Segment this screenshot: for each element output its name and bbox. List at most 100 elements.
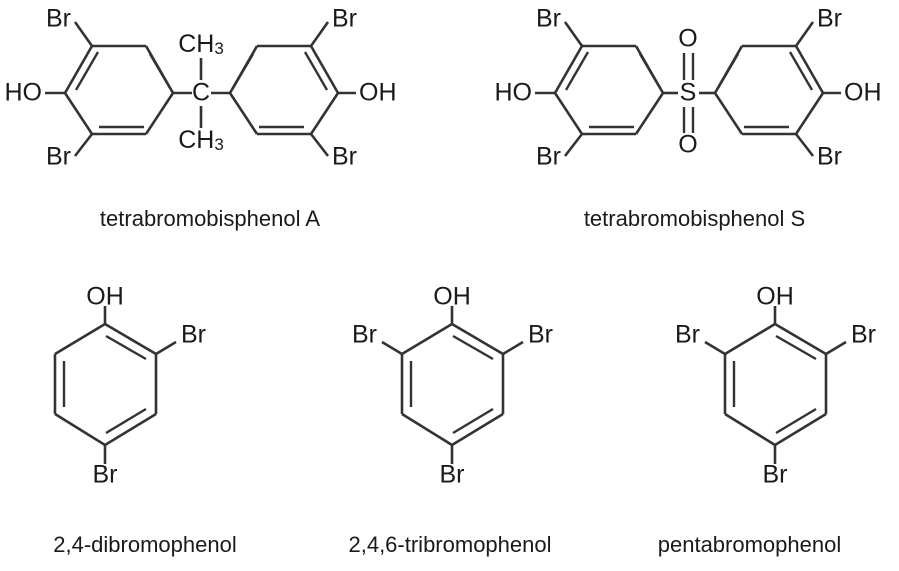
ring-double-bond <box>303 51 329 91</box>
ring-double-bond <box>716 53 740 89</box>
ring-bond <box>104 322 157 356</box>
ring-double-bond <box>775 407 817 435</box>
atom-label-bromine-bottom-right: Br <box>332 143 357 171</box>
ring-bond <box>54 412 106 447</box>
ring-double-bond <box>452 334 494 361</box>
ring-bond <box>724 412 776 447</box>
ring-double-bond <box>452 407 494 435</box>
atom-label-bridge-carbon: C <box>192 79 210 107</box>
atom-label-hydroxyl: OH <box>433 283 471 311</box>
ring-bond <box>634 92 665 135</box>
bond-to-bromine <box>794 21 815 47</box>
ring-bond <box>63 92 94 135</box>
bond-to-bromine <box>794 133 815 157</box>
structure-2-4-dibromophenol: OH Br Br <box>53 283 206 489</box>
atom-label-methyl-top: CH3 <box>178 30 224 59</box>
ring-double-bond <box>74 51 100 91</box>
atom-label-bromine-top-left: Br <box>536 5 561 33</box>
atom-label-hydroxyl: OH <box>86 283 124 311</box>
ring-bond <box>451 322 504 356</box>
atom-label-hydroxyl-right: OH <box>844 79 882 107</box>
ring-double-bond <box>105 407 147 435</box>
caption-pentabromophenol: pentabromophenol <box>657 532 842 557</box>
atom-label-hydroxyl-right: OH <box>359 79 397 107</box>
bond-to-bromine-2 <box>825 340 847 356</box>
structure-tetrabromobisphenol-a: HO OH Br Br Br Br C CH3 CH3 <box>5 5 397 171</box>
atom-label-bromine-top-left: Br <box>46 5 71 33</box>
ring-bond <box>774 412 827 447</box>
ring-double-bond <box>775 334 817 361</box>
ring-bond <box>401 322 453 356</box>
ring-bond <box>451 412 504 447</box>
ring-double-bond <box>788 51 814 91</box>
ring-bond <box>309 45 340 94</box>
benzene-ring-left <box>553 44 665 136</box>
atom-label-bromine-bottom-left: Br <box>46 143 71 171</box>
ring-bond <box>794 92 825 135</box>
bond-to-bromine <box>563 21 584 47</box>
ring-bond <box>309 92 340 135</box>
atom-label-bromine-bottom-left: Br <box>536 143 561 171</box>
ring-double-bond <box>105 334 147 361</box>
ring-bond <box>401 412 453 447</box>
atom-label-oxygen-bottom: O <box>678 131 697 159</box>
bond-to-bromine-6 <box>381 340 403 356</box>
ring-double-bond <box>564 51 590 91</box>
ring-bond <box>104 412 157 447</box>
bond-to-bromine <box>309 21 330 47</box>
benzene-ring <box>723 322 828 447</box>
ring-double-bond <box>638 53 662 89</box>
structure-tetrabromobisphenol-s: HO OH Br Br Br Br S O O <box>495 5 882 171</box>
caption-tetrabromobisphenol-s: tetrabromobisphenol S <box>583 206 806 231</box>
methyl-top-subscript: 3 <box>214 39 223 58</box>
atom-label-bromine-position-4: Br <box>93 461 118 489</box>
benzene-ring-right <box>228 44 340 136</box>
bond-to-bromine <box>563 133 584 157</box>
atom-label-oxygen-top: O <box>678 25 697 53</box>
ring-bond <box>724 322 776 356</box>
caption-2-4-6-tribromophenol: 2,4,6-tribromophenol <box>348 532 552 557</box>
bond-to-bromine-2 <box>155 340 177 356</box>
caption-2-4-dibromophenol: 2,4-dibromophenol <box>53 532 237 557</box>
benzene-ring-left <box>63 44 175 136</box>
ring-bond <box>144 92 175 135</box>
atom-label-hydroxyl: OH <box>756 283 794 311</box>
ring-bond <box>553 45 584 94</box>
ring-bond <box>63 45 94 94</box>
caption-tetrabromobisphenol-a: tetrabromobisphenol A <box>99 206 321 231</box>
atom-label-bromine-position-4: Br <box>763 461 788 489</box>
bond-to-bromine <box>73 133 94 157</box>
atom-label-bromine-position-2: Br <box>528 321 553 349</box>
methyl-bottom-subscript: 3 <box>214 135 223 154</box>
structure-2-4-6-tribromophenol: OH Br Br Br <box>352 283 553 489</box>
atom-label-bromine-top-right: Br <box>332 5 357 33</box>
atom-label-methyl-bottom: CH3 <box>178 126 224 155</box>
sulfone-group <box>682 53 715 133</box>
atom-label-bromine-top-right: Br <box>817 5 842 33</box>
bond-to-bromine <box>73 21 94 47</box>
methyl-bottom-text: CH <box>178 126 214 154</box>
ring-bond <box>774 322 827 356</box>
ring-bond <box>553 92 584 135</box>
atom-label-bromine-position-6: Br <box>675 321 700 349</box>
bond-to-bromine <box>309 133 330 157</box>
benzene-ring <box>400 322 505 447</box>
atom-label-bromine-position-2: Br <box>181 321 206 349</box>
atom-label-sulfur: S <box>680 79 697 107</box>
structure-pentabromophenol: OH Br Br Br <box>675 283 876 489</box>
ring-bond <box>713 92 744 135</box>
ring-bond <box>794 45 825 94</box>
atom-label-hydroxyl-left: HO <box>5 79 43 107</box>
benzene-ring-right <box>713 44 825 136</box>
atom-label-bromine-bottom-right: Br <box>817 143 842 171</box>
ring-bond <box>54 322 106 356</box>
atom-label-bromine-position-6: Br <box>352 321 377 349</box>
ring-bond <box>228 92 259 135</box>
bond-to-bromine-2 <box>502 340 524 356</box>
atom-label-bromine-position-4: Br <box>440 461 465 489</box>
bond-to-bromine-6 <box>704 340 726 356</box>
ring-double-bond <box>231 53 255 89</box>
atom-label-hydroxyl-left: HO <box>495 79 533 107</box>
benzene-ring <box>53 322 158 447</box>
